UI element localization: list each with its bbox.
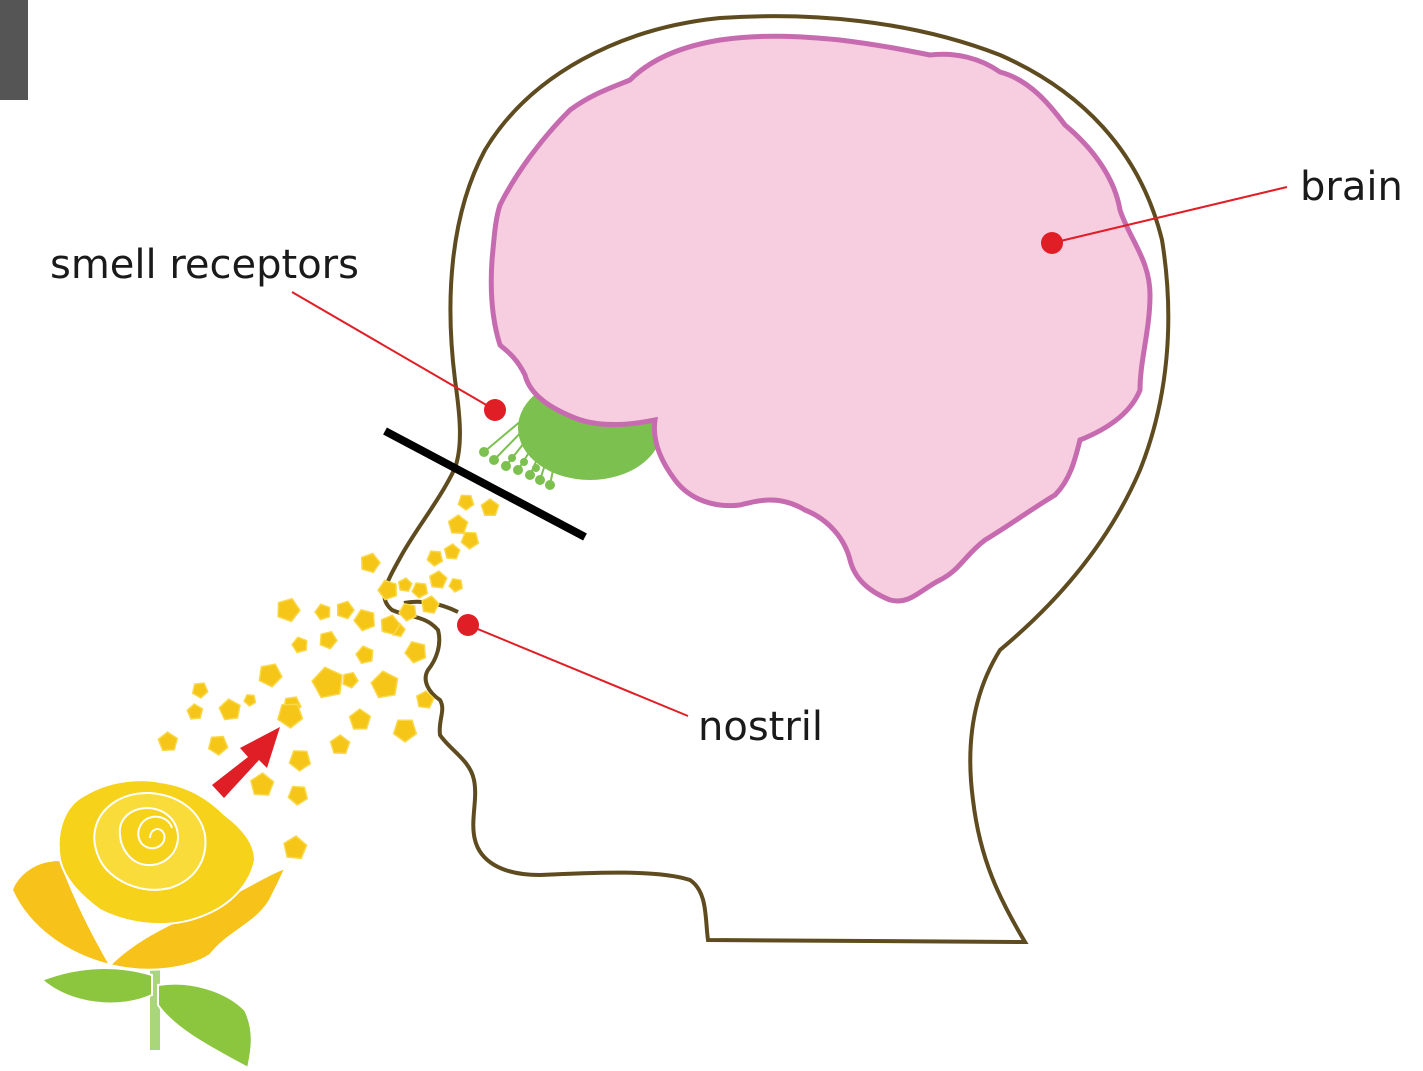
scent-particle <box>399 604 416 621</box>
scent-particle <box>378 581 396 600</box>
scent-particle <box>209 737 228 756</box>
scent-particle <box>292 637 307 652</box>
scent-particle <box>371 671 397 697</box>
scent-particle <box>430 571 447 588</box>
scent-particle <box>422 596 439 613</box>
scent-particle <box>315 604 330 619</box>
rose-flower <box>12 780 285 1068</box>
smell-receptors-label: smell receptors <box>50 242 359 288</box>
scent-particle <box>251 773 274 795</box>
scent-particle <box>288 787 307 806</box>
nostril-leader-line <box>468 625 688 716</box>
scent-particle <box>405 642 425 663</box>
scent-particle <box>244 695 255 706</box>
scent-particle <box>343 673 358 688</box>
scent-particle <box>193 683 208 698</box>
scent-particle <box>449 515 468 533</box>
scent-particle <box>187 704 202 719</box>
scent-particle <box>350 709 371 729</box>
scent-particle <box>354 610 374 631</box>
scent-particle <box>320 632 337 649</box>
nostril-marker-dot <box>457 614 479 636</box>
smell-receptors-leader-line <box>292 292 495 410</box>
scent-particle <box>278 599 300 622</box>
scent-particle <box>461 533 478 550</box>
corner-tab <box>0 0 28 100</box>
brain-marker-dot <box>1041 232 1063 254</box>
scent-particle <box>312 667 342 697</box>
scent-particle <box>158 732 177 750</box>
scent-particle <box>219 699 240 720</box>
scent-particle <box>278 704 303 728</box>
scent-particle <box>394 720 417 742</box>
scent-particle <box>412 583 427 598</box>
rose-leaf-right <box>158 984 252 1068</box>
scent-particle <box>427 551 442 566</box>
scent-particle <box>331 735 350 753</box>
smell-receptors-marker-dot <box>484 399 506 421</box>
scent-particle <box>259 664 282 687</box>
rose-leaf-left <box>42 968 152 1003</box>
scent-particle <box>338 601 354 618</box>
scent-particle <box>449 579 462 592</box>
scent-particle <box>289 751 310 771</box>
nostril-label: nostril <box>698 704 823 750</box>
brain <box>491 36 1150 601</box>
brain-label: brain <box>1300 164 1403 210</box>
scent-particle <box>458 495 473 510</box>
scent-particle <box>362 553 380 572</box>
scent-particle <box>445 544 460 559</box>
scent-particle <box>481 499 498 515</box>
scent-particle <box>399 578 412 591</box>
scent-particle <box>356 646 373 663</box>
scent-particle <box>284 836 307 858</box>
